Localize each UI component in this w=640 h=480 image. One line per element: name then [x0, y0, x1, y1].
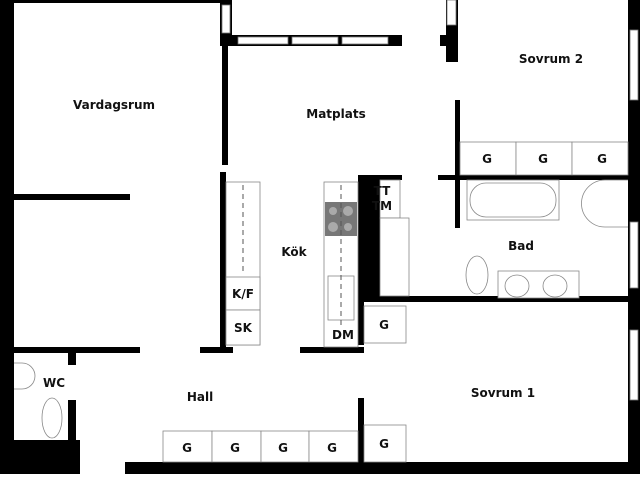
wc-basin	[14, 362, 36, 390]
kitchen-counters	[225, 181, 359, 348]
wardrobes	[162, 141, 629, 463]
label-tt: TT	[374, 184, 391, 198]
windows	[221, 0, 639, 401]
room-label-kok: Kök	[281, 245, 307, 259]
wc-toilet	[41, 397, 63, 439]
wardrobe-label: G	[182, 441, 192, 455]
wardrobe-label: G	[327, 441, 337, 455]
room-label-sovrum2: Sovrum 2	[519, 52, 583, 66]
label-kf: K/F	[232, 287, 254, 301]
shower	[581, 179, 628, 228]
label-sk: SK	[234, 321, 253, 335]
washbasin	[504, 274, 530, 298]
wardrobe-label: G	[379, 437, 389, 451]
wardrobe-label: G	[538, 152, 548, 166]
room-label-matplats: Matplats	[306, 107, 365, 121]
wardrobe-label: G	[597, 152, 607, 166]
label-dm: DM	[332, 328, 354, 342]
label-tm: TM	[372, 199, 392, 213]
wardrobe-label: G	[278, 441, 288, 455]
room-label-sovrum1: Sovrum 1	[471, 386, 535, 400]
toilet	[465, 255, 489, 295]
washbasin	[542, 274, 568, 298]
room-label-vardagsrum: Vardagsrum	[73, 98, 155, 112]
bathroom-fixtures	[14, 179, 628, 439]
wardrobe-label: G	[379, 318, 389, 332]
wardrobe-label: G	[230, 441, 240, 455]
room-label-bad: Bad	[508, 239, 534, 253]
room-label-hall: Hall	[187, 390, 213, 404]
room-label-wc: WC	[43, 376, 65, 390]
bathtub	[469, 182, 557, 218]
wardrobe-label: G	[482, 152, 492, 166]
